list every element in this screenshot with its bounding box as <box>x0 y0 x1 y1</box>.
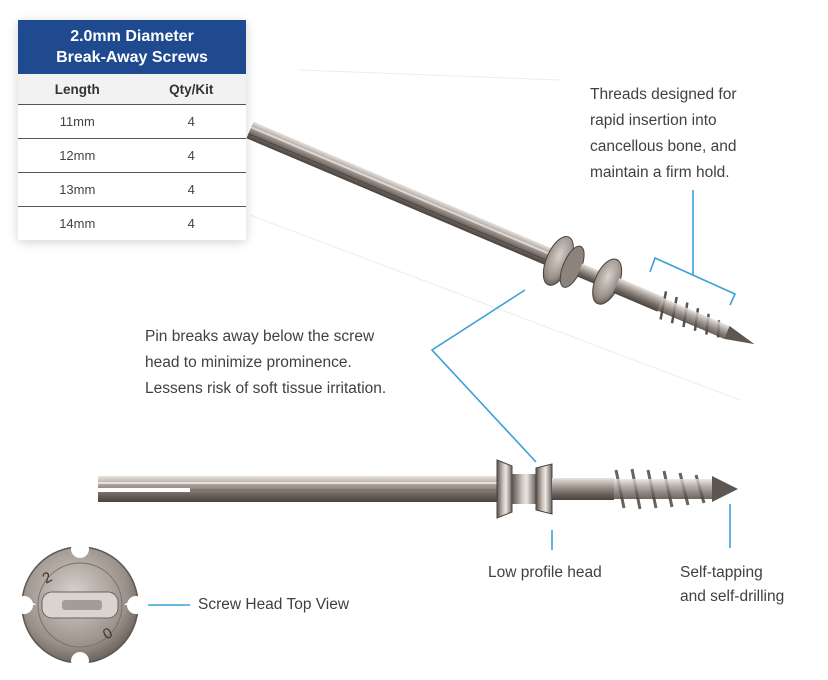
table-title: 2.0mm Diameter Break-Away Screws <box>18 20 246 74</box>
threads-line-2: rapid insertion into <box>590 112 717 129</box>
self-tapping-callout: Self-tapping and self-drilling <box>680 561 784 609</box>
cell-length: 11mm <box>18 104 137 139</box>
background-lines <box>249 69 741 401</box>
cell-qty: 4 <box>136 172 246 207</box>
threads-callout: Threads designed for rapid insertion int… <box>590 82 737 186</box>
cell-length: 14mm <box>18 206 137 240</box>
table-title-line1: 2.0mm Diameter <box>70 28 194 45</box>
spec-table: Length Qty/Kit 11mm 4 12mm 4 13mm 4 14mm… <box>18 74 246 240</box>
table-row: 13mm 4 <box>18 172 246 207</box>
self-tapping-line-2: and self-drilling <box>680 588 785 605</box>
bottom-screw <box>98 459 738 519</box>
threads-line-3: cancellous bone, and <box>590 138 737 155</box>
pin-line-1: Pin breaks away below the screw <box>145 328 375 345</box>
head-top-view: 2 0 <box>15 540 145 670</box>
table-title-line2: Break-Away Screws <box>56 49 208 66</box>
table-row: 14mm 4 <box>18 206 246 240</box>
threads-line-4: maintain a firm hold. <box>590 164 730 181</box>
pin-leader <box>430 289 537 463</box>
pin-line-3: Lessens risk of soft tissue irritation. <box>145 380 387 397</box>
table-row: 11mm 4 <box>18 104 246 139</box>
low-profile-callout: Low profile head <box>488 564 602 581</box>
table-row: 12mm 4 <box>18 138 246 173</box>
top-view-callout: Screw Head Top View <box>198 596 350 613</box>
threads-bracket <box>649 256 737 306</box>
column-header-qty: Qty/Kit <box>136 74 246 105</box>
cell-qty: 4 <box>136 104 246 139</box>
cell-qty: 4 <box>136 206 246 240</box>
threads-line-1: Threads designed for <box>590 86 737 103</box>
pin-line-2: head to minimize prominence. <box>145 354 352 371</box>
self-tapping-line-1: Self-tapping <box>680 564 763 581</box>
cell-length: 12mm <box>18 138 137 173</box>
column-header-length: Length <box>18 74 137 105</box>
pin-callout: Pin breaks away below the screw head to … <box>145 324 386 402</box>
top-screw <box>246 121 755 345</box>
cell-qty: 4 <box>136 138 246 173</box>
table-header-row: Length Qty/Kit <box>18 74 246 105</box>
leader-lines <box>148 190 737 606</box>
screw-spec-table: 2.0mm Diameter Break-Away Screws Length … <box>18 20 246 240</box>
cell-length: 13mm <box>18 172 137 207</box>
